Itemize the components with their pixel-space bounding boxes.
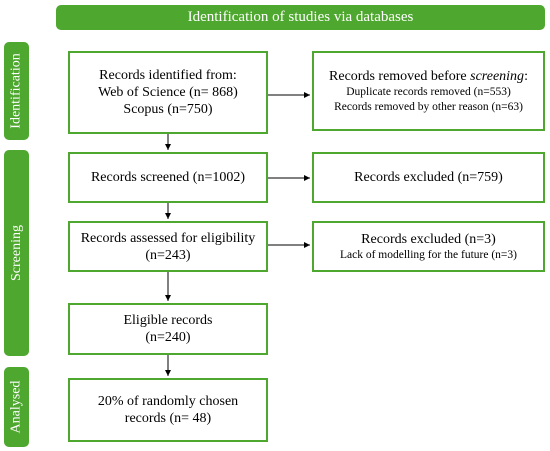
analysed-records-heading: 20% of randomly chosen [97,394,239,409]
records-removed-other: Records removed by other reason (n=63) [334,100,523,113]
records-eligibility-box: Records assessed for eligibility (n=243) [68,221,268,272]
records-excluded-screening-box: Records excluded (n=759) [312,152,545,203]
header-title: Identification of studies via databases [187,9,414,25]
records-identified-heading: Records identified from: [99,68,237,83]
records-excluded-eligibility-reason: Lack of modelling for the future (n=3) [339,248,517,261]
phase-band-screening: Screening [4,150,29,356]
eligible-records-count: (n=240) [145,330,191,345]
records-excluded-screening-text: Records excluded (n=759) [354,170,503,185]
eligible-records-box: Eligible records (n=240) [68,303,268,355]
analysed-records-count: records (n= 48) [124,411,212,426]
analysed-records-box: 20% of randomly chosen records (n= 48) [68,378,268,442]
records-removed-box: Records removed before screening: Duplic… [312,51,545,131]
diagram-header: Identification of studies via databases [56,5,545,30]
records-removed-duplicates: Duplicate records removed (n=553) [346,85,511,98]
records-identified-wos: Web of Science (n= 868) [98,85,238,100]
records-screened-text: Records screened (n=1002) [90,170,246,185]
records-identified-box: Records identified from: Web of Science … [68,51,268,134]
records-eligibility-heading: Records assessed for eligibility [80,230,256,246]
records-excluded-eligibility-heading: Records excluded (n=3) [361,231,496,247]
phase-band-identification: Identification [4,42,29,140]
eligible-records-heading: Eligible records [123,313,213,328]
records-excluded-eligibility-box: Records excluded (n=3) Lack of modelling… [312,221,545,272]
records-screened-box: Records screened (n=1002) [68,152,268,203]
phase-band-analysed: Analysed [4,367,29,447]
records-identified-scopus: Scopus (n=750) [123,102,213,117]
records-eligibility-count: (n=243) [145,247,191,263]
records-removed-heading: Records removed before screening: [329,68,528,84]
